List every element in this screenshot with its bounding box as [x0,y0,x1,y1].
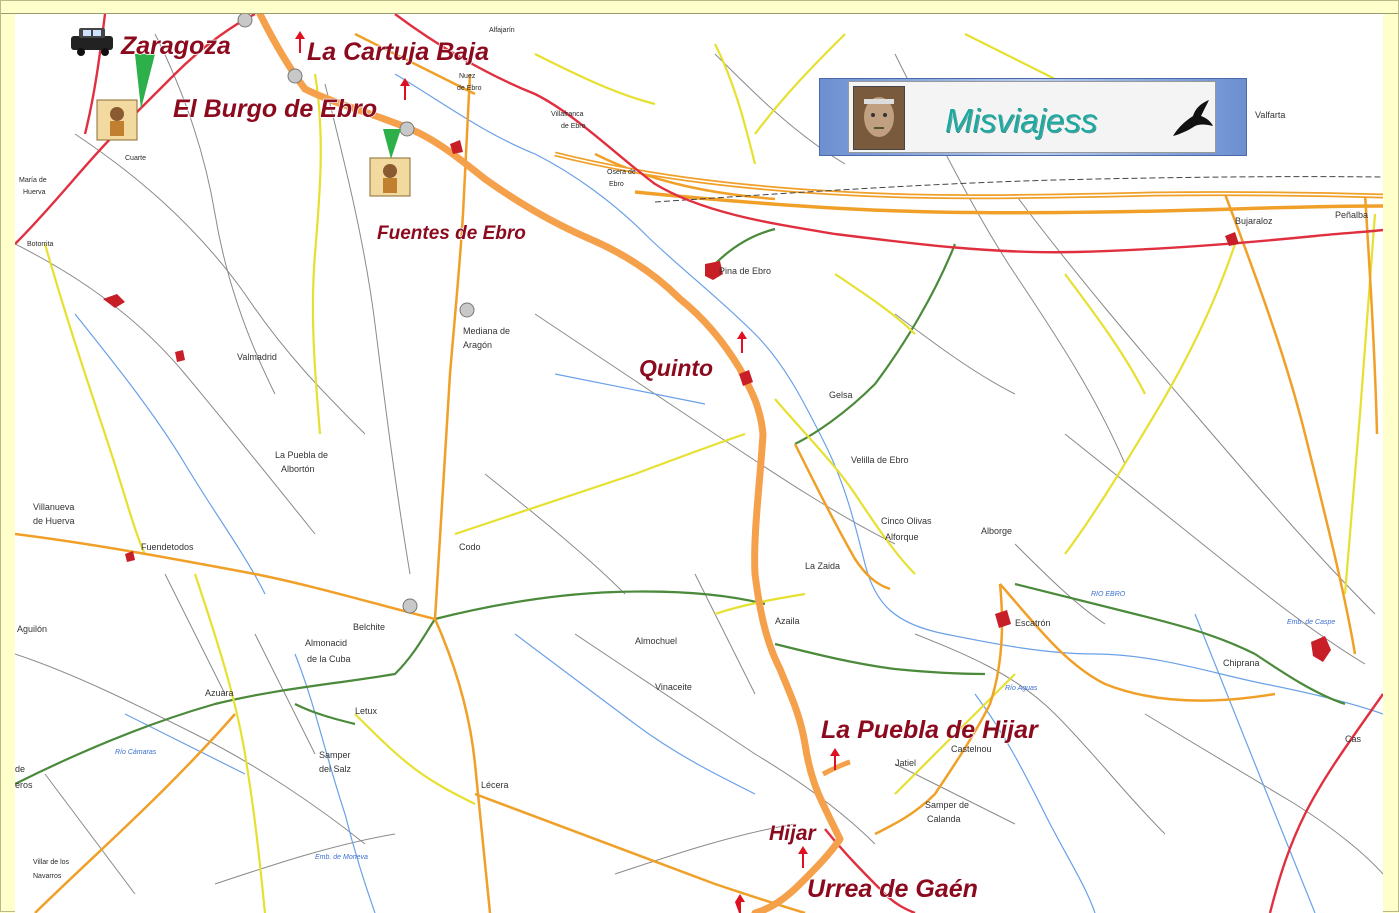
label-zaragoza: Zaragoza [120,32,231,60]
label-gelsa: Gelsa [829,390,853,400]
label-azuara: Azuara [205,688,234,698]
national-roads [15,14,1383,913]
label-escatron: Escatrón [1015,618,1051,628]
label-emb-caspe: Emb. de Caspe [1287,619,1335,626]
map-canvas: Zaragoza La Cartuja Baja El Burgo de Ebr… [15,14,1383,913]
label-del-salz: del Salz [319,764,352,774]
label-navarros: Navarros [33,873,62,880]
church-icon [369,157,411,197]
label-la-cartuja-baja: La Cartuja Baja [307,38,489,66]
town-markers [103,140,1331,662]
label-la-puebla-de: La Puebla de [275,450,328,460]
label-alforque: Alforque [885,532,919,542]
label-pina-de-ebro: Pina de Ebro [719,266,771,276]
label-belchite: Belchite [353,622,385,632]
label-chiprana: Chiprana [1223,658,1260,668]
label-eros: eros [15,780,33,790]
label-ebro: Ebro [609,181,624,188]
label-almochuel: Almochuel [635,636,677,646]
car-icon [71,28,113,56]
label-cinco-olivas: Cinco Olivas [881,516,932,526]
label-azaila: Azaila [775,616,800,626]
label-rio-ebro: RIO EBRO [1091,591,1126,598]
eagle-icon [1173,100,1213,136]
junction-markers [237,14,475,614]
label-vinaceite: Vinaceite [655,682,692,692]
label-letux: Letux [355,706,378,716]
label-almonacid: Almonacid [305,638,347,648]
label-samper: Samper [319,750,351,760]
label-alborge: Alborge [981,526,1012,536]
label-botorrita: Botorrita [27,241,54,248]
label-el-burgo-de-ebro: El Burgo de Ebro [173,95,377,123]
label-lecera: Lécera [481,780,509,790]
label-mediana-de: Mediana de [463,326,510,336]
top-strip [1,1,1398,14]
label-nuez: Nuez [459,73,476,80]
label-bujaraloz: Bujaraloz [1235,216,1273,226]
avatar [853,86,905,150]
road-map: Zaragoza La Cartuja Baja El Burgo de Ebr… [15,14,1383,913]
label-huerva: Huerva [23,189,46,196]
banner-title: Misviajess [945,102,1098,139]
highways [15,32,1379,913]
label-velilla-de-ebro: Velilla de Ebro [851,455,909,465]
route-connector [821,759,851,777]
label-caspe: Cas [1345,734,1362,744]
label-calanda: Calanda [927,814,961,824]
motorway [554,151,1383,215]
label-codo: Codo [459,542,481,552]
label-de-huerva: de Huerva [33,516,75,526]
label-la-puebla-de-hijar: La Puebla de Hijar [821,716,1039,744]
label-maria-de: María de [19,177,47,184]
label-penalba: Peñalba [1335,210,1368,220]
label-jatiel: Jatiel [895,758,916,768]
label-aragon: Aragón [463,340,492,350]
route-pins [295,31,840,913]
rivers [74,73,1383,913]
label-castelnou: Castelnou [951,744,992,754]
label-de-ebro2: de Ebro [457,85,482,92]
label-fuendetodos: Fuendetodos [141,542,194,552]
green-flags [135,54,401,159]
label-aguilon: Aguilón [17,624,47,634]
label-hijar: Hijar [769,822,818,845]
regional-roads [43,33,1377,913]
label-osera-de: Osera de [607,169,636,176]
label-samper-de: Samper de [925,800,969,810]
label-villafranca: Villafranca [551,111,584,118]
travel-route [256,14,844,913]
label-alborton: Albortón [281,464,315,474]
minor-roads [15,33,1383,895]
label-rio-cameros: Río Cámaras [115,749,157,756]
label-alfajarin: Alfajarín [489,27,515,34]
label-la-zaida: La Zaida [805,561,840,571]
label-emb-moneva: Emb. de Moneva [315,854,368,861]
railway [654,176,1383,203]
label-de-la-cuba: de la Cuba [307,654,351,664]
label-valfarta: Valfarta [1255,110,1285,120]
label-cuarte: Cuarte [125,155,146,162]
label-urrea-de-gaen: Urrea de Gaén [807,875,978,903]
church-icon [96,99,138,141]
label-de: de [15,764,25,774]
label-villar-de-los: Villar de los [33,859,70,866]
label-quinto: Quinto [639,355,713,381]
label-villanueva: Villanueva [33,502,74,512]
misviajess-banner: Misviajess [819,78,1247,156]
face-icon [854,87,904,149]
local-roads [15,227,1346,785]
label-fuentes-de-ebro: Fuentes de Ebro [377,223,526,244]
label-de-ebro: de Ebro [561,123,586,130]
label-rio-aguas: Río Aguas [1005,685,1038,692]
label-valmadrid: Valmadrid [237,352,277,362]
banner-panel: Misviajess [848,81,1216,153]
